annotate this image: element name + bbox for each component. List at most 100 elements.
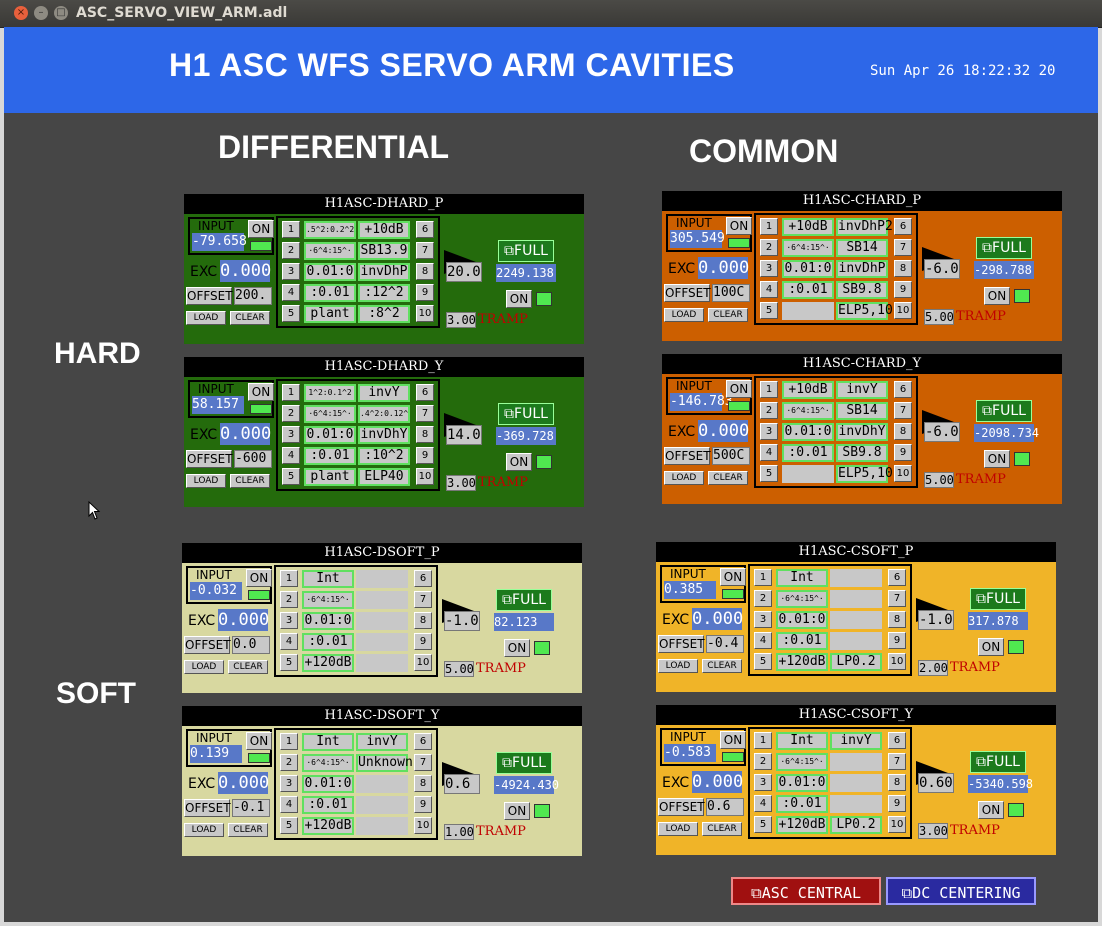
filter-button-3[interactable]: 3 — [754, 774, 772, 791]
maximize-icon[interactable]: □ — [54, 6, 68, 20]
input-on-button[interactable]: ON — [248, 383, 274, 401]
filter-button-4[interactable]: 4 — [760, 281, 778, 298]
input-on-button[interactable]: ON — [246, 569, 272, 587]
filter-button-7[interactable]: 7 — [894, 239, 912, 256]
tramp-field[interactable]: 2.00 — [918, 660, 948, 676]
filter-button-8[interactable]: 8 — [888, 611, 906, 628]
full-button[interactable]: ⧉FULL — [496, 752, 552, 774]
filter-button-1[interactable]: 1 — [282, 221, 300, 238]
tramp-field[interactable]: 3.00 — [918, 823, 948, 839]
dc-centering-button[interactable]: ⧉DC CENTERING — [886, 877, 1036, 905]
exc-field[interactable]: 0.000 — [218, 609, 270, 631]
load-button[interactable]: LOAD — [186, 311, 226, 325]
filter-button-4[interactable]: 4 — [754, 632, 772, 649]
filter-button-6[interactable]: 6 — [888, 732, 906, 749]
clear-button[interactable]: CLEAR — [708, 471, 748, 485]
tramp-field[interactable]: 5.00 — [924, 472, 954, 488]
filter-button-7[interactable]: 7 — [416, 405, 434, 422]
output-on-button[interactable]: ON — [978, 638, 1004, 656]
exc-field[interactable]: 0.000 — [692, 771, 744, 793]
load-button[interactable]: LOAD — [186, 474, 226, 488]
clear-button[interactable]: CLEAR — [230, 474, 270, 488]
offset-field[interactable]: -0.1 — [232, 799, 270, 817]
filter-button-8[interactable]: 8 — [414, 612, 432, 629]
offset-button[interactable]: OFFSET — [184, 799, 231, 817]
filter-button-7[interactable]: 7 — [888, 753, 906, 770]
offset-button[interactable]: OFFSET — [664, 447, 711, 465]
filter-button-8[interactable]: 8 — [416, 263, 434, 280]
offset-button[interactable]: OFFSET — [186, 287, 233, 305]
filter-button-8[interactable]: 8 — [888, 774, 906, 791]
filter-button-8[interactable]: 8 — [416, 426, 434, 443]
full-button[interactable]: ⧉FULL — [498, 403, 554, 425]
filter-button-10[interactable]: 10 — [888, 816, 906, 833]
filter-button-3[interactable]: 3 — [760, 423, 778, 440]
input-on-button[interactable]: ON — [720, 568, 746, 586]
offset-button[interactable]: OFFSET — [186, 450, 233, 468]
load-button[interactable]: LOAD — [664, 308, 704, 322]
gain-field[interactable]: -6.0 — [924, 259, 960, 279]
filter-button-6[interactable]: 6 — [416, 221, 434, 238]
offset-field[interactable]: 100C — [712, 284, 750, 302]
filter-button-2[interactable]: 2 — [760, 402, 778, 419]
filter-button-3[interactable]: 3 — [282, 263, 300, 280]
close-icon[interactable]: × — [14, 6, 28, 20]
filter-button-2[interactable]: 2 — [280, 591, 298, 608]
filter-button-9[interactable]: 9 — [416, 284, 434, 301]
filter-button-4[interactable]: 4 — [280, 796, 298, 813]
full-button[interactable]: ⧉FULL — [498, 240, 554, 262]
input-on-button[interactable]: ON — [726, 380, 752, 398]
gain-field[interactable]: 0.60 — [918, 773, 954, 793]
output-on-button[interactable]: ON — [984, 287, 1010, 305]
full-button[interactable]: ⧉FULL — [970, 751, 1026, 773]
filter-button-5[interactable]: 5 — [760, 465, 778, 482]
filter-button-5[interactable]: 5 — [282, 305, 300, 322]
minimize-icon[interactable]: – — [34, 6, 48, 20]
filter-button-2[interactable]: 2 — [754, 590, 772, 607]
asc-central-button[interactable]: ⧉ASC CENTRAL — [731, 877, 881, 905]
filter-button-1[interactable]: 1 — [760, 218, 778, 235]
filter-button-1[interactable]: 1 — [280, 733, 298, 750]
filter-button-5[interactable]: 5 — [280, 817, 298, 834]
filter-button-4[interactable]: 4 — [282, 447, 300, 464]
filter-button-2[interactable]: 2 — [282, 242, 300, 259]
filter-button-5[interactable]: 5 — [282, 468, 300, 485]
load-button[interactable]: LOAD — [658, 659, 698, 673]
exc-field[interactable]: 0.000 — [220, 260, 272, 282]
offset-field[interactable]: 0.0 — [232, 636, 270, 654]
input-on-button[interactable]: ON — [246, 732, 272, 750]
filter-button-9[interactable]: 9 — [414, 633, 432, 650]
offset-field[interactable]: 0.6 — [706, 798, 744, 816]
exc-field[interactable]: 0.000 — [698, 420, 750, 442]
tramp-field[interactable]: 3.00 — [446, 475, 476, 491]
filter-button-7[interactable]: 7 — [894, 402, 912, 419]
filter-button-5[interactable]: 5 — [760, 302, 778, 319]
filter-button-5[interactable]: 5 — [754, 653, 772, 670]
filter-button-5[interactable]: 5 — [754, 816, 772, 833]
input-on-button[interactable]: ON — [726, 217, 752, 235]
filter-button-1[interactable]: 1 — [754, 732, 772, 749]
filter-button-8[interactable]: 8 — [894, 260, 912, 277]
clear-button[interactable]: CLEAR — [702, 659, 742, 673]
filter-button-7[interactable]: 7 — [416, 242, 434, 259]
exc-field[interactable]: 0.000 — [220, 423, 272, 445]
filter-button-6[interactable]: 6 — [414, 733, 432, 750]
filter-button-1[interactable]: 1 — [760, 381, 778, 398]
filter-button-6[interactable]: 6 — [414, 570, 432, 587]
filter-button-4[interactable]: 4 — [754, 795, 772, 812]
filter-button-10[interactable]: 10 — [416, 305, 434, 322]
filter-button-4[interactable]: 4 — [282, 284, 300, 301]
filter-button-2[interactable]: 2 — [760, 239, 778, 256]
output-on-button[interactable]: ON — [506, 290, 532, 308]
filter-button-9[interactable]: 9 — [894, 444, 912, 461]
filter-button-1[interactable]: 1 — [282, 384, 300, 401]
offset-button[interactable]: OFFSET — [658, 798, 705, 816]
filter-button-1[interactable]: 1 — [754, 569, 772, 586]
offset-field[interactable]: -600 — [234, 450, 272, 468]
filter-button-10[interactable]: 10 — [894, 302, 912, 319]
output-on-button[interactable]: ON — [506, 453, 532, 471]
output-on-button[interactable]: ON — [978, 801, 1004, 819]
tramp-field[interactable]: 3.00 — [446, 312, 476, 328]
full-button[interactable]: ⧉FULL — [970, 588, 1026, 610]
exc-field[interactable]: 0.000 — [692, 608, 744, 630]
